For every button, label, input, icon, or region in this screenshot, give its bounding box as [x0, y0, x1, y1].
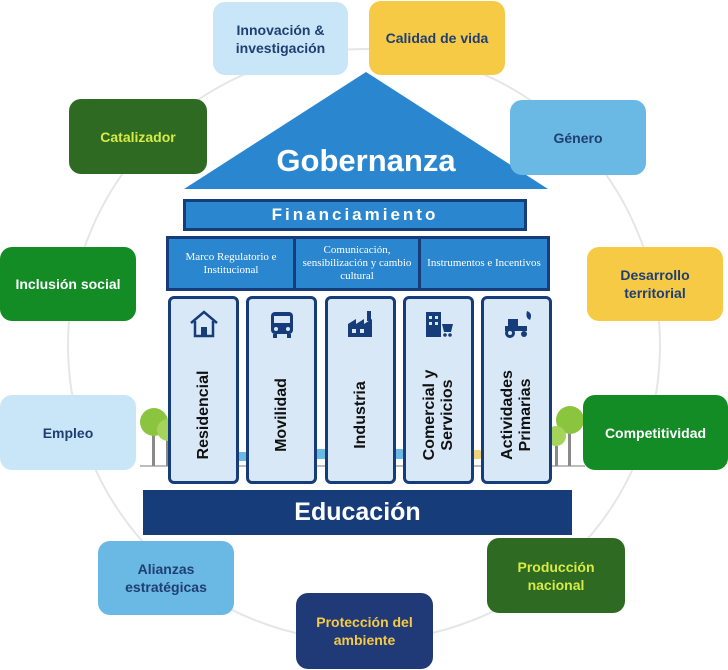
pillar-industria: Industria [325, 296, 396, 484]
pillar-label: Actividades Primarias [498, 370, 534, 460]
ring-item-proteccion-ambiente: Protección del ambiente [296, 593, 433, 669]
ring-item-competitividad: Competitividad [583, 395, 728, 470]
ring-item-produccion-nacional: Producción nacional [487, 538, 625, 613]
financiamiento-bar: Financiamiento [183, 199, 527, 231]
pillar-actividades-primarias: Actividades Primarias [481, 296, 552, 484]
educacion-label: Educación [294, 498, 421, 526]
shop-icon [425, 312, 453, 337]
ring-item-catalizador: Catalizador [69, 99, 207, 174]
ring-item-innovacion: Innovación & investigación [213, 2, 348, 75]
pillar-label: Industria [351, 381, 369, 449]
roof-title: Gobernanza [276, 143, 456, 178]
ring-item-desarrollo-territorial: Desarrollo territorial [587, 247, 723, 321]
tractor-icon [504, 311, 531, 338]
pillar-residencial: Residencial [168, 296, 239, 484]
ring-item-empleo: Empleo [0, 395, 136, 470]
ring-item-genero: Género [510, 100, 646, 175]
submodule-comunicacion: Comunicación, sensibilización y cambio c… [296, 239, 418, 288]
bus-icon [270, 312, 293, 338]
ring-item-inclusion-social: Inclusión social [0, 247, 136, 321]
pillar-comercial-servicios: Comercial y Servicios [403, 296, 474, 484]
educacion-base: Educación [143, 490, 572, 535]
factory-icon [347, 311, 372, 337]
pillar-label: Comercial y Servicios [420, 369, 456, 461]
financiamiento-label: Financiamiento [271, 205, 439, 224]
ring-item-calidad-de-vida: Calidad de vida [369, 1, 505, 75]
pillar-label: Residencial [194, 370, 212, 460]
ring-item-alianzas-estrategicas: Alianzas estratégicas [98, 541, 234, 615]
pillar-movilidad: Movilidad [246, 296, 317, 484]
house-icon [189, 310, 218, 338]
pillar-label: Movilidad [272, 378, 290, 452]
submodule-marco-regulatorio: Marco Regulatorio e Institucional [169, 239, 293, 288]
submodule-instrumentos: Instrumentos e Incentivos [421, 239, 547, 288]
